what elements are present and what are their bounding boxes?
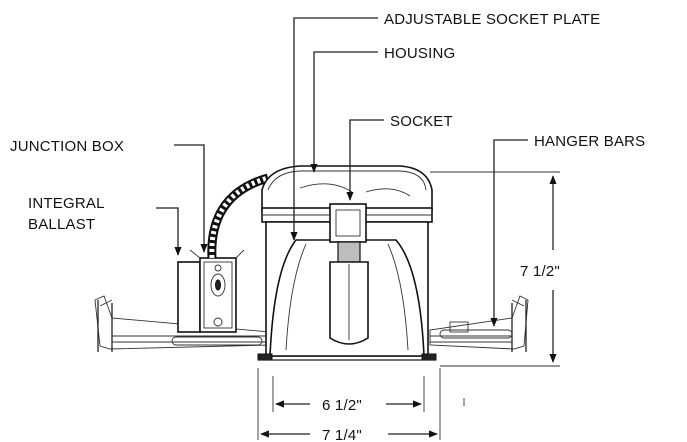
- label-integral: INTEGRAL: [28, 195, 105, 212]
- label-hanger-bars: HANGER BARS: [534, 133, 645, 150]
- dimension-aperture-width: 6 1/2": [322, 397, 362, 414]
- label-socket: SOCKET: [390, 113, 453, 130]
- label-ballast: BALLAST: [28, 216, 95, 233]
- dimension-lines: [257, 171, 560, 440]
- label-adjustable-socket-plate: ADJUSTABLE SOCKET PLATE: [384, 11, 600, 28]
- leader-lines: [156, 17, 528, 327]
- label-junction-box: JUNCTION BOX: [10, 138, 124, 155]
- junction-box-drawing: [177, 249, 245, 333]
- flex-conduit-drawing: [207, 173, 270, 259]
- dimension-height: 7 1/2": [520, 263, 560, 280]
- housing-drawing: [257, 165, 437, 361]
- socket-lamp-drawing: [299, 183, 411, 345]
- hanger-bars-drawing: [94, 295, 529, 352]
- label-housing: HOUSING: [384, 45, 455, 62]
- dimension-overall-width: 7 1/4": [322, 427, 362, 442]
